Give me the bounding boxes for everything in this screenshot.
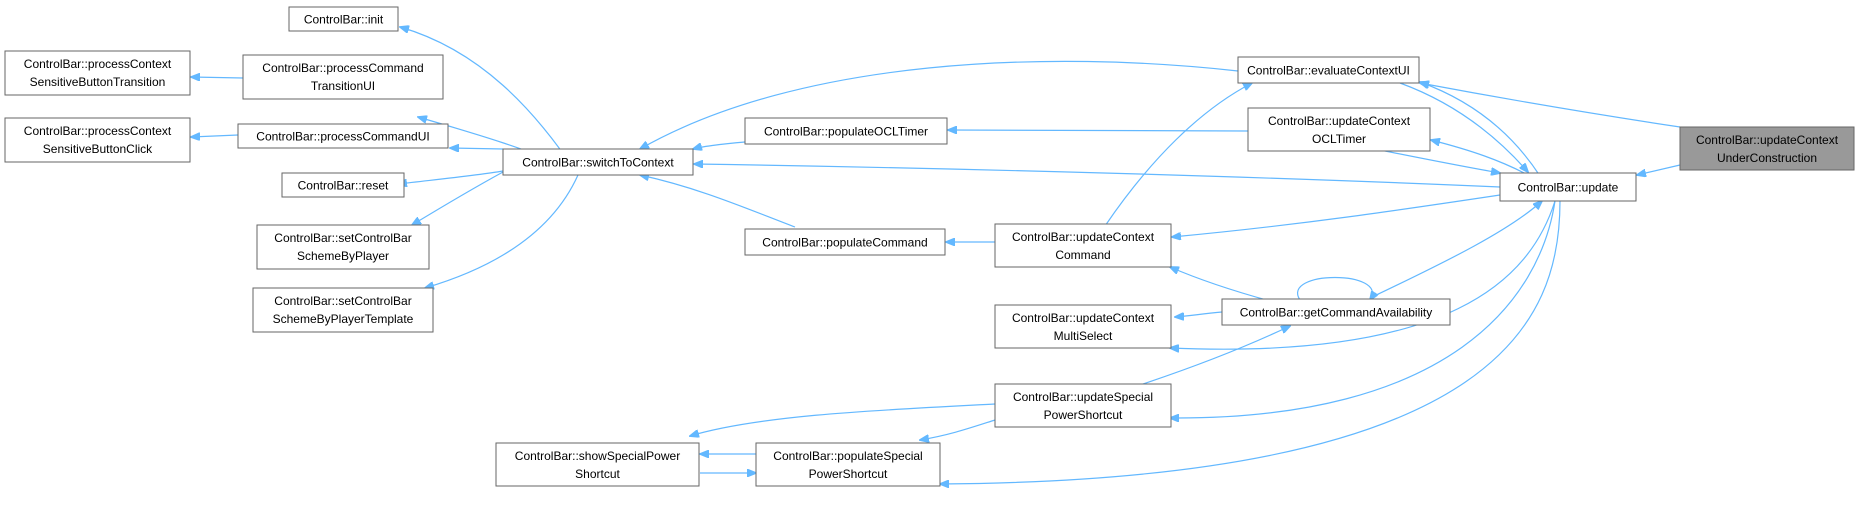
node-updatecontext-multiselect[interactable]: ControlBar::updateContext MultiSelect [994,304,1172,349]
node-label: ControlBar::update [1518,181,1619,195]
node-label-line-1: ControlBar::updateContext [1012,311,1155,325]
node-update[interactable]: ControlBar::update [1499,172,1637,202]
node-populateocltimer[interactable]: ControlBar::populateOCLTimer [744,117,948,145]
edge-pc-to-stc [640,175,796,228]
node-label-line-2: TransitionUI [311,79,375,93]
node-updatecontext-command[interactable]: ControlBar::updateContext Command [994,223,1172,268]
node-setcontrolbar-schemebyplayertemplate[interactable]: ControlBar::setControlBar SchemeByPlayer… [252,287,434,333]
node-label: ControlBar::switchToContext [522,156,674,170]
edge-stc-to-pcu [450,148,504,149]
edge-gca-to-ucms [1175,311,1223,317]
edge-stc-to-scbsp [412,171,504,225]
node-updatespecial-powershortcut[interactable]: ControlBar::updateSpecial PowerShortcut [994,383,1172,428]
node-label-line-1: ControlBar::updateContext [1696,133,1839,147]
edge-update-to-ucc [1172,194,1501,237]
node-processcommand-transitionui[interactable]: ControlBar::processCommand TransitionUI [242,54,444,100]
node-label: ControlBar::populateCommand [762,236,927,250]
node-showspecialpower-shortcut[interactable]: ControlBar::showSpecialPower Shortcut [495,442,700,487]
edge-stc-to-scbspt [425,174,579,288]
edge-update-to-ecui [1420,82,1541,177]
node-label: ControlBar::init [304,13,384,27]
node-label-line-2: SchemeByPlayerTemplate [273,312,414,326]
node-populatecommand[interactable]: ControlBar::populateCommand [744,228,946,256]
edge-gca-to-update [1369,201,1542,299]
edge-ucoclt-to-update [1379,149,1500,173]
node-label-line-2: Shortcut [575,467,620,481]
node-label-line-1: ControlBar::setControlBar [274,231,411,245]
node-label-line-2: UnderConstruction [1717,151,1817,165]
edge-update-to-usps [1170,200,1556,418]
node-label-line-1: ControlBar::populateSpecial [773,449,922,463]
edge-usps-to-ssps [690,403,996,436]
edge-usps-to-gca [1139,326,1290,386]
node-label: ControlBar::populateOCLTimer [764,125,928,139]
node-getcommandavailability[interactable]: ControlBar::getCommandAvailability [1221,298,1451,326]
edge-update-to-stc [694,164,1501,188]
node-processcontext-sensitivebuttontransition[interactable]: ControlBar::processContext SensitiveButt… [4,50,191,96]
edge-gca-self-loop [1297,276,1373,301]
edge-update-to-ucoclt [1431,140,1531,177]
node-reset[interactable]: ControlBar::reset [281,172,405,198]
node-init[interactable]: ControlBar::init [288,6,399,32]
edge-ecui-to-update [1399,82,1528,172]
edge-update-to-psps [940,200,1561,484]
node-label-line-2: PowerShortcut [809,467,888,481]
node-populatespecial-powershortcut[interactable]: ControlBar::populateSpecial PowerShortcu… [755,442,941,487]
node-label-line-2: PowerShortcut [1044,408,1123,422]
node-processcommandui[interactable]: ControlBar::processCommandUI [237,123,449,149]
node-label: ControlBar::processCommandUI [256,130,429,144]
node-label-line-1: ControlBar::processCommand [262,61,423,75]
edge-root-to-update [1637,164,1681,175]
edge-poclt-to-stc [693,141,746,149]
edge-update-to-ucms [1170,200,1556,349]
edge-ucoclt-to-poclt [948,130,1249,131]
node-label-line-1: ControlBar::processContext [24,124,172,138]
node-label-line-1: ControlBar::processContext [24,57,172,71]
node-label: ControlBar::getCommandAvailability [1240,306,1433,320]
edge-ecui-to-stc [640,60,1239,149]
edge-root-to-ecui [1420,83,1681,128]
node-label-line-2: Command [1055,248,1110,262]
node-updatecontext-underconstruction-root[interactable]: ControlBar::updateContext UnderConstruct… [1679,126,1855,171]
node-switchtocontext[interactable]: ControlBar::switchToContext [502,148,694,176]
node-processcontext-sensitivebuttonclick[interactable]: ControlBar::processContext SensitiveButt… [4,117,191,163]
edge-pcu-to-pcsbc [191,135,239,137]
node-label-line-1: ControlBar::updateContext [1012,230,1155,244]
edge-stc-to-reset [398,170,504,184]
node-setcontrolbar-schemebyplayer[interactable]: ControlBar::setControlBar SchemeByPlayer [256,224,430,270]
node-evaluatecontextui[interactable]: ControlBar::evaluateContextUI [1237,56,1420,84]
node-updatecontext-ocltimer[interactable]: ControlBar::updateContext OCLTimer [1247,107,1431,152]
node-label-line-2: SchemeByPlayer [297,249,389,263]
node-label-line-1: ControlBar::updateContext [1268,114,1411,128]
edges [191,27,1681,484]
node-label: ControlBar::evaluateContextUI [1247,64,1410,78]
node-label-line-1: ControlBar::updateSpecial [1013,390,1153,404]
edge-gca-to-ucc [1170,267,1271,302]
node-label-line-2: SensitiveButtonClick [43,142,153,156]
edge-ucc-to-ecui [1104,83,1252,227]
edge-usps-to-psps [920,419,996,440]
node-label-line-1: ControlBar::showSpecialPower [515,449,680,463]
node-label-line-2: MultiSelect [1054,329,1113,343]
edge-pctu-to-pcsbt [191,77,244,78]
node-label-line-2: SensitiveButtonTransition [30,75,166,89]
nodes: ControlBar::init ControlBar::processCont… [4,6,1855,487]
node-label-line-1: ControlBar::setControlBar [274,294,411,308]
node-label-line-2: OCLTimer [1312,132,1366,146]
node-label: ControlBar::reset [298,179,389,193]
